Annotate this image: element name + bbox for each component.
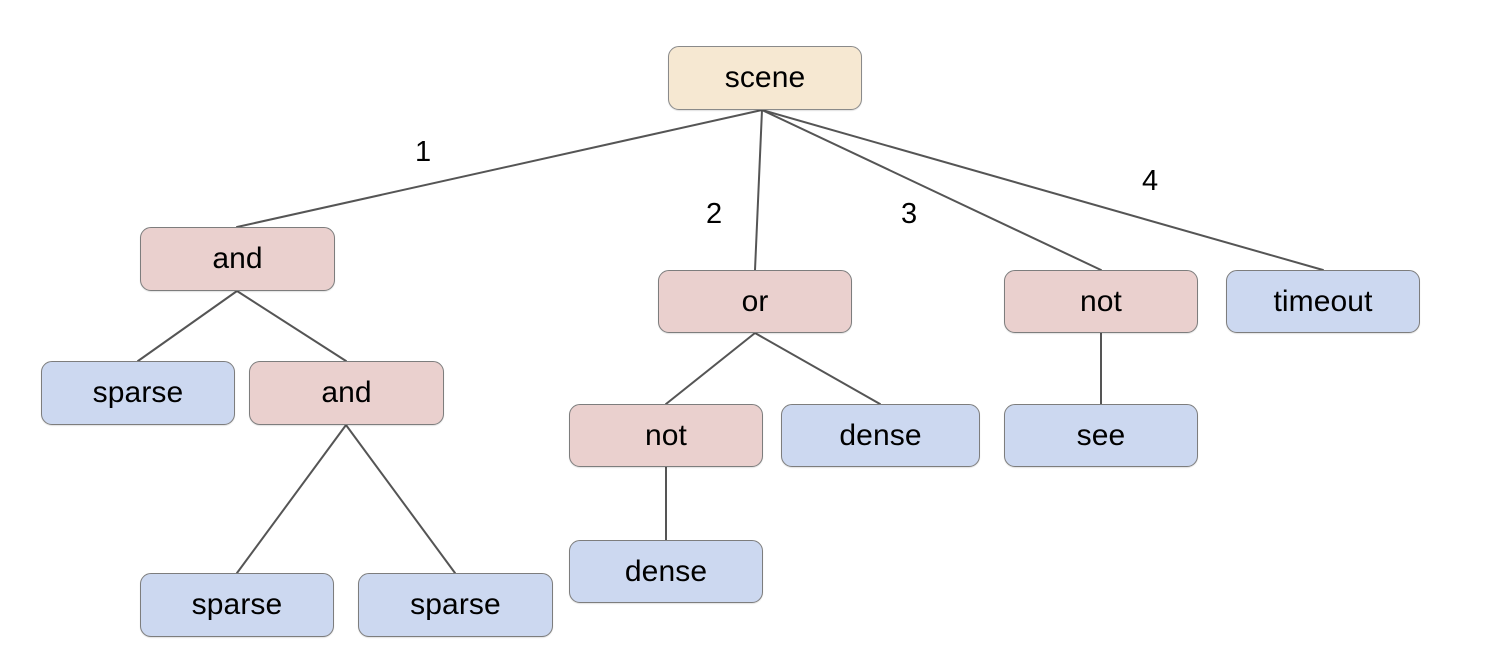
node-and2[interactable]: and [249,361,444,425]
node-label: sparse [191,588,283,621]
node-or1[interactable]: or [658,270,852,333]
edge-and2-to-sparse2 [236,424,347,574]
edge-and2-to-sparse3 [345,424,456,574]
node-and1[interactable]: and [140,227,335,291]
node-label: sparse [410,588,501,621]
edge-scene-to-timeout [761,109,1324,271]
node-label: or [741,284,769,318]
edge-label-2: 2 [706,198,723,230]
node-label: sparse [92,376,184,409]
node-scene[interactable]: scene [668,46,862,110]
edge-label-1: 1 [415,136,432,168]
node-label: scene [724,61,806,94]
node-label: see [1076,418,1126,452]
edge-scene-to-or1 [754,109,763,271]
edge-or1-to-dense1 [754,332,881,405]
node-sparse1[interactable]: sparse [41,361,235,425]
edge-label-4: 4 [1142,165,1159,197]
node-label: and [212,242,263,275]
edge-scene-to-not2 [761,109,1102,271]
node-sparse2[interactable]: sparse [140,573,334,637]
edge-scene-to-and1 [236,109,763,228]
node-label: dense [839,418,922,452]
node-see1[interactable]: see [1004,404,1198,467]
node-sparse3[interactable]: sparse [358,573,553,637]
node-label: and [321,376,372,409]
edge-and1-to-sparse1 [137,290,238,362]
edge-label-3: 3 [901,198,918,230]
edge-and1-to-and2 [236,290,347,362]
node-timeout[interactable]: timeout [1226,270,1420,333]
node-label: not [1079,284,1122,318]
node-dense2[interactable]: dense [569,540,763,603]
edge-or1-to-not1 [665,332,756,405]
node-dense1[interactable]: dense [781,404,980,467]
node-not1[interactable]: not [569,404,763,467]
node-label: timeout [1273,284,1373,318]
node-label: dense [624,554,708,588]
node-label: not [644,418,687,452]
node-not2[interactable]: not [1004,270,1198,333]
